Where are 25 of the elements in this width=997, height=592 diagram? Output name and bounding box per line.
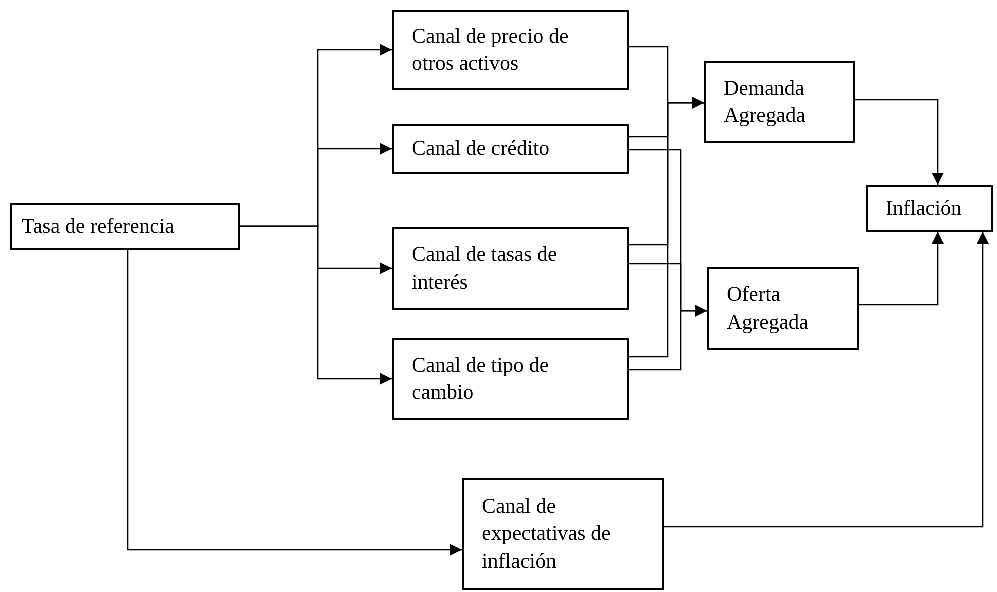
process-box [462,478,664,590]
arrow [855,99,944,185]
arrow [240,226,392,385]
box-label: Canal de tipo de cambio [412,352,550,406]
box-label: Demanda Agregada [724,74,807,129]
process-box [392,338,629,420]
box-label: Inflación [886,194,962,222]
box-label: Canal de expectativas de inflación [482,493,612,575]
arrow [629,97,704,358]
box-label: Tasa de referencia [22,212,174,240]
process-box [704,61,855,143]
box-label: Canal de crédito [412,135,550,162]
arrow [127,250,462,556]
box-label: Oferta Agregada [727,281,810,336]
process-box [10,203,240,250]
arrow [664,232,989,528]
process-box [392,124,629,174]
process-box [392,10,629,90]
arrow [859,232,944,306]
process-box [707,267,859,350]
box-label: Canal de tasas de interés [412,241,558,296]
process-box [392,227,629,310]
arrow [629,305,707,371]
process-box [866,185,993,232]
box-label: Canal de precio de otros activos [412,22,570,77]
